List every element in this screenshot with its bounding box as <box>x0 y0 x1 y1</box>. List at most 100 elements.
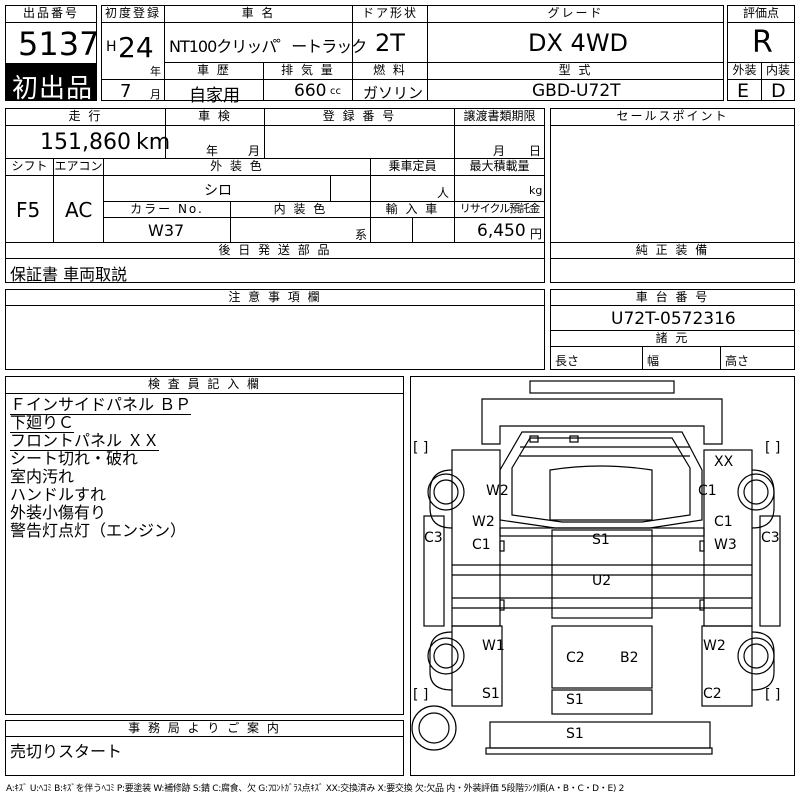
displacement-cell: 660 cc <box>263 79 353 101</box>
mark-u2: U2 <box>592 573 612 589</box>
recycle-label: リサイクル預託金 <box>459 202 540 215</box>
chassis-number: U72T-0572316 <box>611 309 736 329</box>
sales-point-label-cell: セールスポイント <box>550 108 795 126</box>
load-unit: kg <box>529 184 543 197</box>
inspection-cell: 年 月 <box>165 125 265 159</box>
mark-c3-right: C3 <box>761 530 780 546</box>
recycle-cell: 6,450 円 <box>454 217 545 243</box>
color: シロ <box>204 183 232 199</box>
bracket-rear-right: [ ] <box>765 687 781 703</box>
equipment-cell <box>550 258 795 283</box>
mileage-label: 走 行 <box>68 109 103 123</box>
color-no-label: カラー No. <box>130 202 204 216</box>
color-no-cell: W37 <box>103 217 231 243</box>
mileage: 151,860 <box>40 130 131 155</box>
displacement-label: 排 気 量 <box>281 63 335 77</box>
score-label-cell: 評価点 <box>727 5 795 23</box>
first-reg-year-cell: H 24 年 <box>101 22 165 80</box>
mark-w2-front-left: W2 <box>486 483 509 499</box>
color-label: 外 装 色 <box>210 159 264 173</box>
car-diagram-box <box>410 376 795 776</box>
recycle-unit: 円 <box>530 227 543 241</box>
history-label-cell: 車 歴 <box>164 62 264 80</box>
import-cell-a <box>370 217 413 243</box>
car-name: NT100クリッパ゜ートラック <box>169 37 367 56</box>
inspection-month-unit: 月 <box>248 144 261 158</box>
int-label-cell: 内装 <box>761 62 795 80</box>
grade-label: グレード <box>547 6 604 20</box>
shift-label: シフト <box>11 159 48 173</box>
shift: F5 <box>16 198 41 222</box>
office-label-cell: 事 務 局 よ り ご 案 内 <box>5 720 404 737</box>
inspector-note-2: 下廻りＣ <box>10 413 75 433</box>
chassis-label-cell: 車 台 番 号 <box>550 289 795 306</box>
door-cell: 2T <box>352 22 428 63</box>
color-no: W37 <box>148 221 185 240</box>
lot-number-label: 出品番号 <box>22 6 79 20</box>
plate-label: 登 録 番 号 <box>322 109 397 123</box>
grade: DX 4WD <box>528 29 629 57</box>
fuel-label: 燃 料 <box>373 63 407 77</box>
year-unit: 年 <box>150 65 161 78</box>
load-cell: kg <box>454 175 545 202</box>
plate-label-cell: 登 録 番 号 <box>264 108 455 126</box>
car-name-label-cell: 車 名 <box>164 5 353 23</box>
ac-label-cell: エアコン <box>53 158 104 176</box>
import-label-cell: 輸 入 車 <box>370 201 455 218</box>
capacity-cell: 人 <box>370 175 455 202</box>
mark-xx: XX <box>714 454 734 470</box>
height-cell: 高さ <box>720 346 795 370</box>
inspection-label: 車 検 <box>198 109 232 123</box>
inspector-note-7: 外装小傷有り <box>10 503 107 522</box>
era-letter: H <box>106 39 117 55</box>
shift-cell: F5 <box>5 175 54 243</box>
grade-cell: DX 4WD <box>427 22 724 63</box>
mark-s1-rear: S1 <box>566 692 584 708</box>
mark-s1-center: S1 <box>592 532 610 548</box>
capacity-unit: 人 <box>437 186 450 200</box>
chassis-label: 車 台 番 号 <box>635 290 710 304</box>
later-parts: 保証書 車両取説 <box>10 265 128 284</box>
int-color-label-cell: 内 装 色 <box>230 201 371 218</box>
length-label: 長さ <box>555 354 580 368</box>
month-unit: 月 <box>150 88 161 101</box>
later-parts-label: 後 日 発 送 部 品 <box>218 243 332 257</box>
transfer-cell: 月 日 <box>454 125 545 159</box>
mark-w2-left: W2 <box>472 514 495 530</box>
int-color-cell: 系 <box>230 217 371 243</box>
history: 自家用 <box>189 86 240 106</box>
car-name-label: 車 名 <box>241 6 276 20</box>
transfer-day: 日 <box>529 144 542 158</box>
inspector-notes-box <box>5 393 404 715</box>
inspector-label: 検 査 員 記 入 欄 <box>147 377 262 391</box>
displacement-unit: cc <box>330 86 341 97</box>
inspector-note-3: フロントパネル ＸＸ <box>10 431 160 451</box>
door-label: ドア形状 <box>361 6 418 20</box>
grade-label-cell: グレード <box>427 5 724 23</box>
office-message: 売切りスタート <box>10 742 123 761</box>
displacement: 660 <box>294 81 327 101</box>
color-cell: シロ <box>103 175 331 202</box>
bracket-rear-left: [ ] <box>413 687 429 703</box>
height-label: 高さ <box>725 354 750 368</box>
later-parts-cell: 保証書 車両取説 <box>5 258 545 284</box>
ac-label: エアコン <box>54 159 103 173</box>
transfer-label-cell: 譲渡書類期限 <box>454 108 545 126</box>
capacity-label: 乗車定員 <box>388 159 437 173</box>
ext-label: 外装 <box>732 63 757 77</box>
int-color-unit: 系 <box>355 228 368 242</box>
sales-point-label: セールスポイント <box>616 109 729 123</box>
mark-c1-right: C1 <box>714 514 733 530</box>
mark-c2-bed: C2 <box>566 650 585 666</box>
color-label-cell: 外 装 色 <box>103 158 371 176</box>
history-label: 車 歴 <box>197 63 231 77</box>
mark-w3-right: W3 <box>714 537 737 553</box>
ext-cell: E <box>727 79 762 102</box>
sales-point-cell <box>550 125 795 243</box>
notice-cell <box>5 305 545 370</box>
bracket-left: [ ] <box>413 440 429 456</box>
displacement-label-cell: 排 気 量 <box>263 62 353 80</box>
mark-w1-rear-left: W1 <box>482 638 505 654</box>
fuel-cell: ガソリン <box>352 79 428 102</box>
model-label: 型 式 <box>558 63 593 77</box>
